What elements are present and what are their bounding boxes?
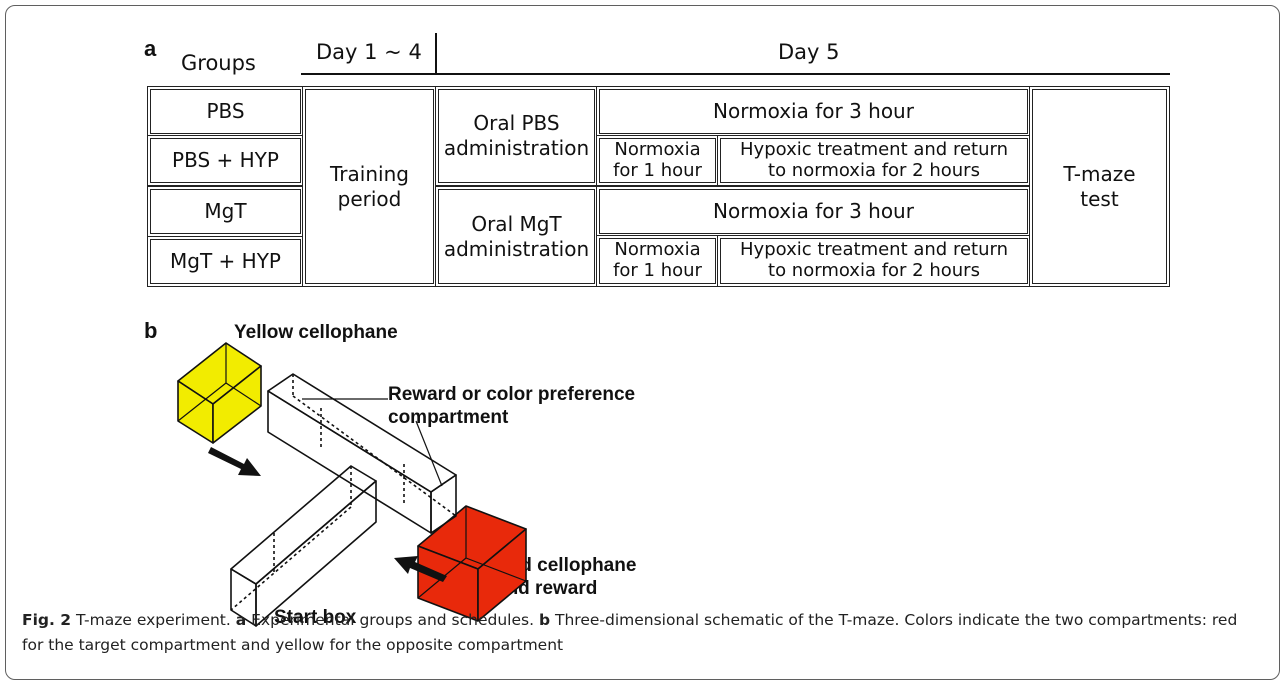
caption-fig-label: Fig. 2 <box>22 611 72 629</box>
header-rule <box>301 73 1170 75</box>
group-cell-mgt-hyp: MgT + HYP <box>147 236 304 287</box>
panel-a-label: a <box>144 36 157 61</box>
red-cellophane-cube <box>417 505 527 622</box>
header-day-5: Day 5 <box>778 40 840 64</box>
oral-pbs-cell: Oral PBS administration <box>435 86 598 186</box>
yellow-cellophane-cube <box>177 342 262 444</box>
arrow-icon-red <box>394 556 447 582</box>
group-cell-mgt: MgT <box>147 186 304 237</box>
header-groups: Groups <box>181 51 256 75</box>
header-days-1-4: Day 1 ~ 4 <box>316 40 422 64</box>
caption-text-1: T-maze experiment. <box>76 611 231 629</box>
t-maze-diagram <box>177 342 527 627</box>
hypoxic-cell-mgt: Hypoxic treatment and return to normoxia… <box>717 235 1031 287</box>
reward-leader-line-2 <box>415 420 443 487</box>
group-cell-pbs-hyp: PBS + HYP <box>147 135 304 186</box>
figure-caption: Fig. 2 T-maze experiment. a Experimental… <box>22 608 1262 658</box>
oral-mgt-cell: Oral MgT administration <box>435 186 598 287</box>
t-maze-stem <box>230 465 377 627</box>
caption-a-label: a <box>235 611 247 629</box>
hypoxic-cell-pbs: Hypoxic treatment and return to normoxia… <box>717 135 1031 186</box>
normoxia-1h-cell-pbs: Normoxia for 1 hour <box>596 135 719 186</box>
reward-compartment-label: Reward or color preference compartment <box>388 384 636 428</box>
t-maze-test-cell: T-maze test <box>1029 86 1170 287</box>
caption-b-label: b <box>538 611 551 629</box>
training-period-cell: Training period <box>302 86 437 287</box>
t-maze-arm <box>267 373 457 534</box>
figure-frame: a Groups Day 1 ~ 4 Day 5 PBS PBS + HYP M… <box>5 5 1280 680</box>
group-cell-pbs: PBS <box>147 86 304 137</box>
start-box-label: Start box <box>274 607 357 628</box>
normoxia-3h-cell-pbs: Normoxia for 3 hour <box>596 86 1031 137</box>
caption-text-3: Three-dimensional schematic of the T-maz… <box>22 611 1238 654</box>
arrow-icon-yellow <box>208 447 261 476</box>
caption-text-2: Experimental groups and schedules. <box>251 611 535 629</box>
normoxia-3h-cell-mgt: Normoxia for 3 hour <box>596 186 1031 237</box>
panel-b-label: b <box>144 318 158 343</box>
header-divider <box>435 33 437 75</box>
yellow-cellophane-label: Yellow cellophane <box>234 322 398 343</box>
